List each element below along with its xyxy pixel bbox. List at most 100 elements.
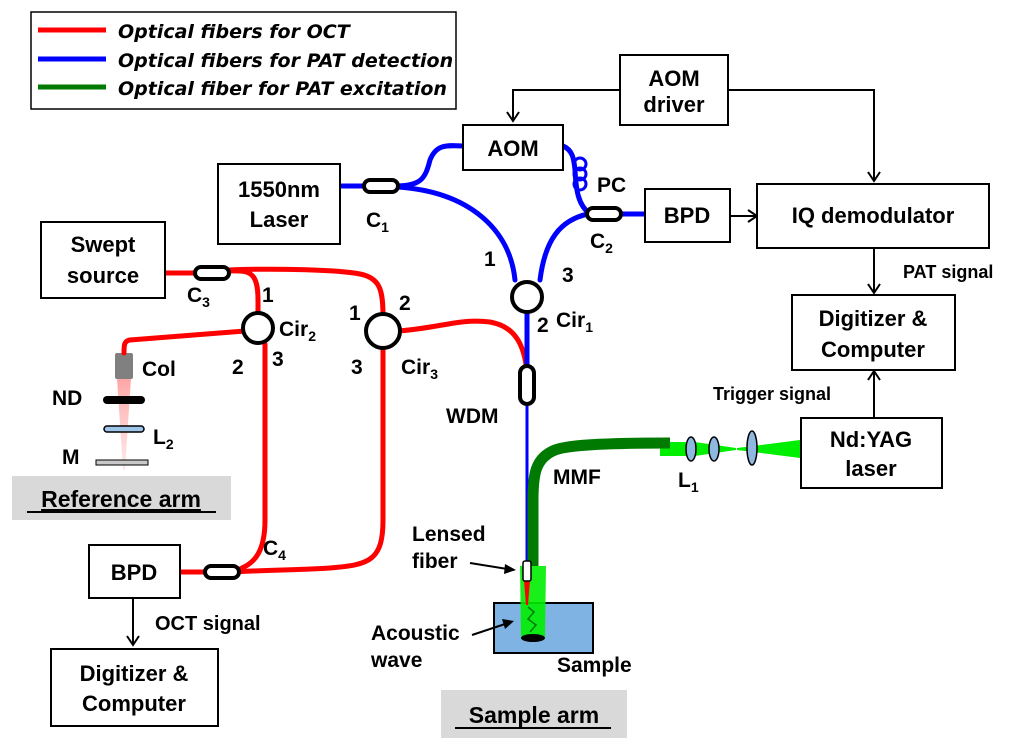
- arrow-icon: [504, 564, 516, 574]
- box-1550nm-laser: 1550nm Laser: [217, 163, 341, 245]
- lens-l1b: [708, 436, 720, 462]
- box-bpd-oct: BPD: [88, 544, 181, 599]
- label-cir3: Cir3: [401, 356, 438, 382]
- label-mmf: MMF: [553, 466, 601, 489]
- label-c4: C4: [263, 537, 286, 563]
- acoustic-wave-icon: [526, 606, 538, 633]
- component-labels: C1 C2 C3 C4 Cir1 1 2 3 Cir2 1 2 3 Cir3 1…: [52, 174, 699, 677]
- lens-l1a: [685, 436, 697, 462]
- coupler-c4: [203, 564, 241, 580]
- box-frame: [40, 221, 166, 299]
- sample-arm-label: Sample arm: [441, 690, 627, 738]
- box-frame: [756, 183, 990, 249]
- legend-label: Optical fibers for PAT detection: [118, 50, 453, 72]
- legend-item-pat-excitation: Optical fiber for PAT excitation: [38, 78, 447, 100]
- lens-l2: [103, 425, 145, 433]
- arm-label-text: Reference arm: [41, 486, 201, 512]
- excitation-beam-expanding: [737, 440, 800, 458]
- signal-labels: PAT signal Trigger signal OCT signal: [155, 262, 993, 635]
- sample-region: [493, 560, 594, 654]
- pat-excitation-optics: [527, 430, 800, 566]
- label-pc: PC: [597, 174, 626, 197]
- box-label: AOM: [487, 136, 538, 161]
- legend-item-oct: Optical fibers for OCT: [38, 21, 352, 43]
- label-mirror: M: [62, 446, 80, 469]
- port-label: 3: [562, 264, 574, 287]
- box-frame: [462, 124, 564, 171]
- pointer-arrows: [469, 562, 516, 636]
- label-c3: C3: [187, 284, 210, 310]
- box-label: BPD: [111, 560, 157, 585]
- arrow-icon: [867, 283, 881, 295]
- fiber-c2-cir1: [537, 211, 591, 283]
- fiber-cir2-col: [121, 328, 248, 356]
- pat-detection-fibers: [337, 143, 648, 566]
- box-label: Nd:YAG: [830, 427, 912, 452]
- absorber: [521, 634, 545, 642]
- box-label: Laser: [250, 207, 309, 232]
- box-frame: [50, 648, 219, 727]
- legend-item-pat-detection: Optical fibers for PAT detection: [38, 50, 453, 72]
- box-frame: [791, 294, 956, 371]
- legend-label: Optical fibers for OCT: [118, 21, 352, 43]
- lens-l1c: [746, 430, 758, 466]
- fiber-mmf: [527, 437, 671, 566]
- label-cir2: Cir2: [279, 318, 316, 344]
- arrow-icon: [126, 635, 140, 647]
- circulators: [241, 280, 544, 350]
- label-c1: C1: [366, 209, 389, 235]
- port-label: 1: [262, 284, 274, 307]
- fiber-cir3-wdm: [395, 318, 529, 367]
- wdm: [518, 364, 536, 406]
- label-acoustic-wave: wave: [370, 649, 422, 672]
- circulator-cir1: [510, 280, 544, 314]
- label-l1: L1: [678, 469, 699, 495]
- box-label: driver: [643, 92, 705, 117]
- reference-arm-optics: [95, 353, 149, 470]
- box-label: Digitizer &: [819, 306, 928, 331]
- box-label: Swept: [71, 232, 136, 257]
- wire-aomdriver-aom: [512, 89, 620, 120]
- label-cir1: Cir1: [556, 309, 593, 335]
- port-label: 3: [351, 356, 363, 379]
- fiber-cir3-c4: [233, 343, 386, 575]
- circulator-cir2: [241, 311, 275, 345]
- box-label: AOM: [648, 66, 699, 91]
- collimator: [115, 353, 133, 379]
- port-label: 1: [484, 248, 496, 271]
- fiber-c1-aom: [395, 143, 466, 189]
- box-label: 1550nm: [238, 177, 320, 202]
- arrow-icon: [867, 171, 881, 183]
- label-lensed-fiber: fiber: [412, 550, 458, 573]
- arm-label-text: Sample arm: [469, 702, 599, 728]
- port-label: 1: [349, 302, 361, 325]
- box-label: Computer: [821, 337, 925, 362]
- label-oct-signal: OCT signal: [155, 613, 261, 635]
- port-label: 2: [537, 314, 549, 337]
- label-acoustic-wave: Acoustic: [371, 622, 460, 645]
- port-label: 3: [272, 348, 284, 371]
- box-label: laser: [845, 456, 897, 481]
- box-bpd-pat: BPD: [644, 188, 731, 243]
- box-label: source: [67, 263, 139, 288]
- lensed-fiber-tip: [522, 560, 532, 582]
- box-aom: AOM: [462, 124, 564, 171]
- coupler-c3: [193, 265, 231, 281]
- reference-beam: [117, 378, 131, 470]
- mirror: [95, 459, 149, 466]
- circulator-cir3: [364, 312, 402, 350]
- port-label: 2: [232, 356, 244, 379]
- label-pat-signal: PAT signal: [903, 262, 993, 282]
- box-frame: [88, 544, 181, 599]
- wire-aomdriver-iq: [728, 89, 875, 180]
- box-frame: [800, 417, 943, 489]
- coupler-c1: [362, 178, 400, 194]
- label-nd: ND: [52, 387, 82, 410]
- label-trigger-signal: Trigger signal: [713, 384, 831, 404]
- box-frame: [644, 188, 731, 243]
- label-lensed-fiber: Lensed: [412, 523, 486, 546]
- box-ndyag-laser: Nd:YAG laser: [800, 417, 943, 489]
- box-frame: [217, 163, 341, 245]
- box-swept-source: Swept source: [40, 221, 166, 299]
